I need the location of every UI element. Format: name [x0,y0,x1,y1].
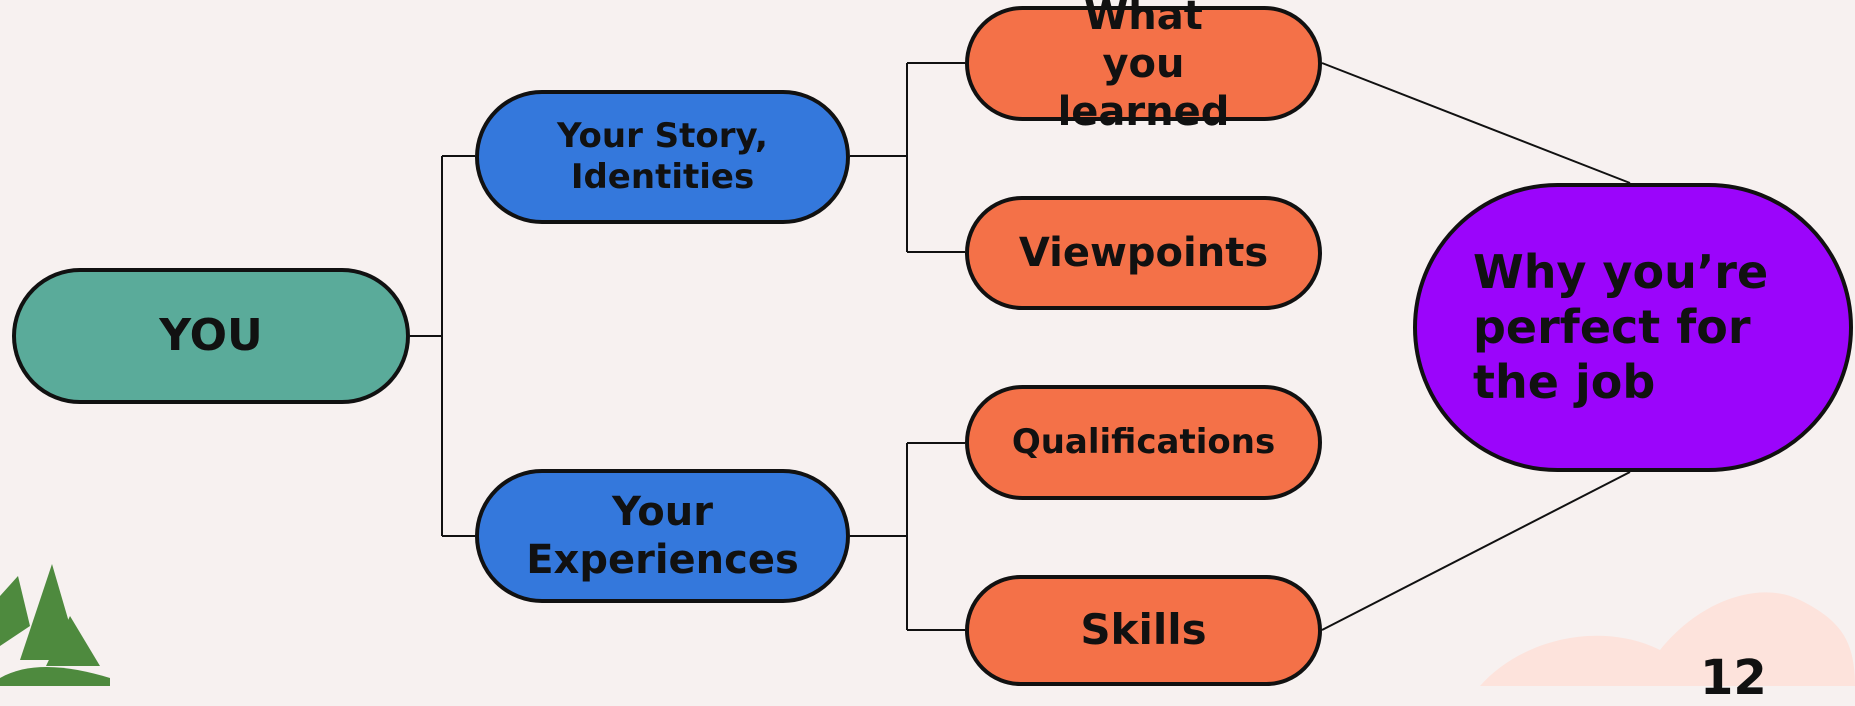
node-skills: Skills [965,575,1322,686]
node-you: YOU [12,268,410,404]
node-what-you-learned: What you learned [965,0,1322,135]
node-qualifications: Qualifications [965,385,1322,500]
mountain-logo-icon [0,564,110,686]
node-viewpoints: Viewpoints [965,196,1322,310]
node-why-perfect-for-job: Why you’re perfect for the job [1413,183,1853,472]
node-your-experiences: Your Experiences [475,469,850,603]
connector-lines [410,62,1631,631]
node-your-story-identities: Your Story, Identities [475,90,850,224]
background-blob [1480,592,1855,686]
page-number: 12 [1700,650,1767,706]
